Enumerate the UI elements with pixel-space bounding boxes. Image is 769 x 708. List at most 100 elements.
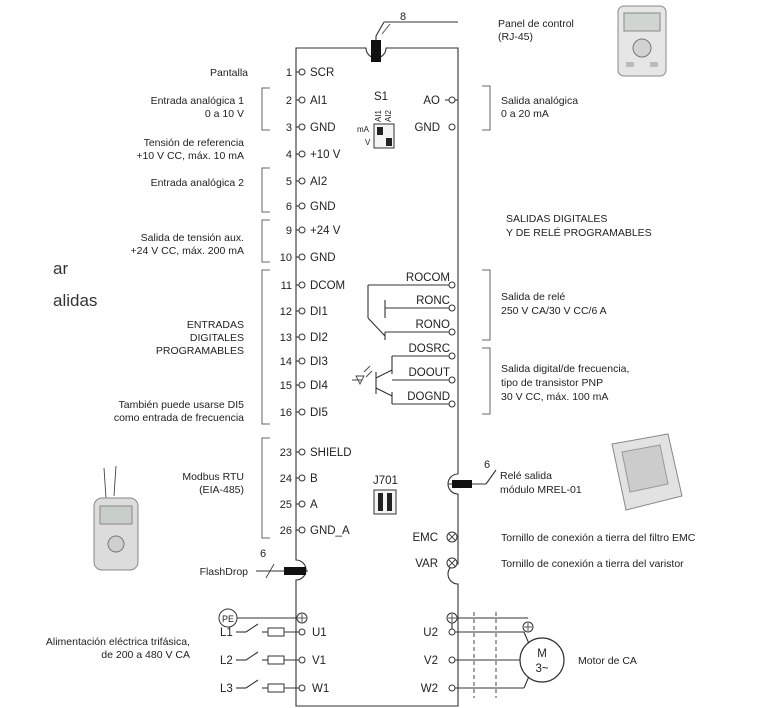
j701-label: J701 bbox=[373, 475, 398, 487]
terminal-number: 2 bbox=[286, 95, 292, 107]
s1-ai2-label: AI2 bbox=[384, 109, 393, 122]
digital-inputs-label-3: PROGRAMABLES bbox=[156, 345, 244, 357]
terminal-label: W1 bbox=[312, 683, 329, 695]
s1-v-label: V bbox=[365, 138, 371, 147]
terminal-label: +10 V bbox=[310, 149, 341, 161]
flashdrop-cable-number: 6 bbox=[260, 548, 266, 560]
pe-label: PE bbox=[222, 614, 234, 624]
power-supply-spec: de 200 a 480 V CA bbox=[101, 649, 190, 661]
digital-output-type: tipo de transistor PNP bbox=[501, 377, 603, 389]
ao-description: Salida analógica bbox=[501, 95, 578, 107]
terminal-label: DI2 bbox=[310, 332, 328, 344]
motor-line-w2: W2 bbox=[421, 683, 524, 695]
s1-ai1-label: AI1 bbox=[374, 109, 383, 122]
ai1-label: Entrada analógica 1 bbox=[151, 95, 245, 107]
rono-label: RONO bbox=[416, 319, 451, 331]
terminal-26: 26 GND_A bbox=[280, 525, 350, 537]
terminal-label: U2 bbox=[423, 627, 438, 639]
power-line-l3: L3 W1 bbox=[220, 679, 329, 695]
terminal-number: 3 bbox=[286, 122, 292, 134]
mrel-module-icon bbox=[611, 433, 683, 511]
reference-voltage-label: Tensión de referencia bbox=[144, 137, 245, 149]
ao-gnd-terminal bbox=[448, 123, 456, 131]
terminal-3: 3 GND bbox=[286, 122, 336, 134]
ao-range: 0 a 20 mA bbox=[501, 108, 549, 120]
drive-outline bbox=[295, 47, 459, 707]
digital-inputs-label-2: DIGITALES bbox=[190, 332, 244, 344]
power-supply-label: Alimentación eléctrica trifásica, bbox=[46, 636, 190, 648]
j701-jumper[interactable] bbox=[373, 489, 397, 515]
s1-dip-switch[interactable] bbox=[373, 123, 395, 149]
di5-note-2: como entrada de frecuencia bbox=[114, 412, 244, 424]
bracket-ai2 bbox=[261, 167, 270, 213]
rj45-cable: 8 bbox=[371, 11, 458, 62]
cut-text-fragment-2: alidas bbox=[53, 291, 97, 310]
terminal-number: 5 bbox=[286, 176, 292, 188]
digital-inputs-label-1: ENTRADAS bbox=[187, 319, 244, 331]
terminal-label: GND bbox=[310, 252, 336, 264]
motor-label: Motor de CA bbox=[578, 655, 637, 667]
var-description: Tornillo de conexión a tierra del varist… bbox=[501, 558, 684, 570]
s1-switch-label: S1 bbox=[374, 91, 388, 103]
terminal-label: U1 bbox=[312, 627, 327, 639]
cut-text-fragment-1: ar bbox=[53, 259, 68, 278]
ao-terminal-label: AO bbox=[423, 95, 440, 107]
ai2-label: Entrada analógica 2 bbox=[151, 177, 245, 189]
digital-output-spec: 30 V CC, máx. 100 mA bbox=[501, 391, 608, 403]
pe-ground bbox=[218, 608, 308, 628]
terminal-number: 14 bbox=[280, 356, 292, 368]
terminal-label: SHIELD bbox=[310, 447, 352, 459]
ai1-range: 0 a 10 V bbox=[205, 108, 244, 120]
motor-line-v2: V2 bbox=[424, 655, 524, 667]
power-line-l1: L1 U1 bbox=[220, 623, 327, 639]
terminal-number: 12 bbox=[280, 306, 292, 318]
dosrc-label: DOSRC bbox=[408, 343, 450, 355]
relay-spec: 250 V CA/30 V CC/6 A bbox=[501, 305, 607, 317]
motor-letter: M bbox=[537, 648, 547, 660]
flashdrop-label: FlashDrop bbox=[200, 566, 249, 578]
aux-voltage-label: Salida de tensión aux. bbox=[141, 232, 244, 244]
digital-output-wiring bbox=[352, 352, 456, 408]
emc-description: Tornillo de conexión a tierra del filtro… bbox=[501, 532, 696, 544]
line-label: L3 bbox=[220, 683, 233, 695]
terminal-number: 26 bbox=[280, 525, 292, 537]
terminal-9: 9+24 V bbox=[286, 225, 341, 237]
digital-outputs-title-2: Y DE RELÉ PROGRAMABLES bbox=[506, 226, 652, 239]
bracket-digital-output bbox=[482, 347, 491, 415]
control-panel-icon bbox=[617, 5, 667, 77]
terminal-number: 11 bbox=[281, 280, 292, 292]
modbus-label: Modbus RTU bbox=[182, 471, 244, 483]
terminal-label: SCR bbox=[310, 67, 334, 79]
rocom-label: ROCOM bbox=[406, 272, 450, 284]
ao-gnd-terminal-label: GND bbox=[414, 122, 440, 134]
terminal-4: 4+10 V bbox=[286, 149, 341, 161]
terminal-label: B bbox=[310, 473, 318, 485]
rj45-cable-number: 8 bbox=[400, 11, 406, 23]
terminal-label: GND_A bbox=[310, 525, 350, 537]
bracket-aux bbox=[261, 219, 270, 263]
modbus-standard: (EIA-485) bbox=[199, 484, 244, 496]
terminal-label: GND bbox=[310, 122, 336, 134]
bracket-ai1 bbox=[261, 87, 270, 131]
ao-terminal bbox=[445, 96, 458, 104]
terminal-label: W2 bbox=[421, 683, 438, 695]
line-label: L1 bbox=[220, 627, 233, 639]
mrel-label: Relé salida bbox=[500, 470, 552, 482]
relay-wiring bbox=[367, 281, 456, 340]
terminal-number: 9 bbox=[286, 225, 292, 237]
mrel-module-label: módulo MREL-01 bbox=[500, 484, 582, 496]
